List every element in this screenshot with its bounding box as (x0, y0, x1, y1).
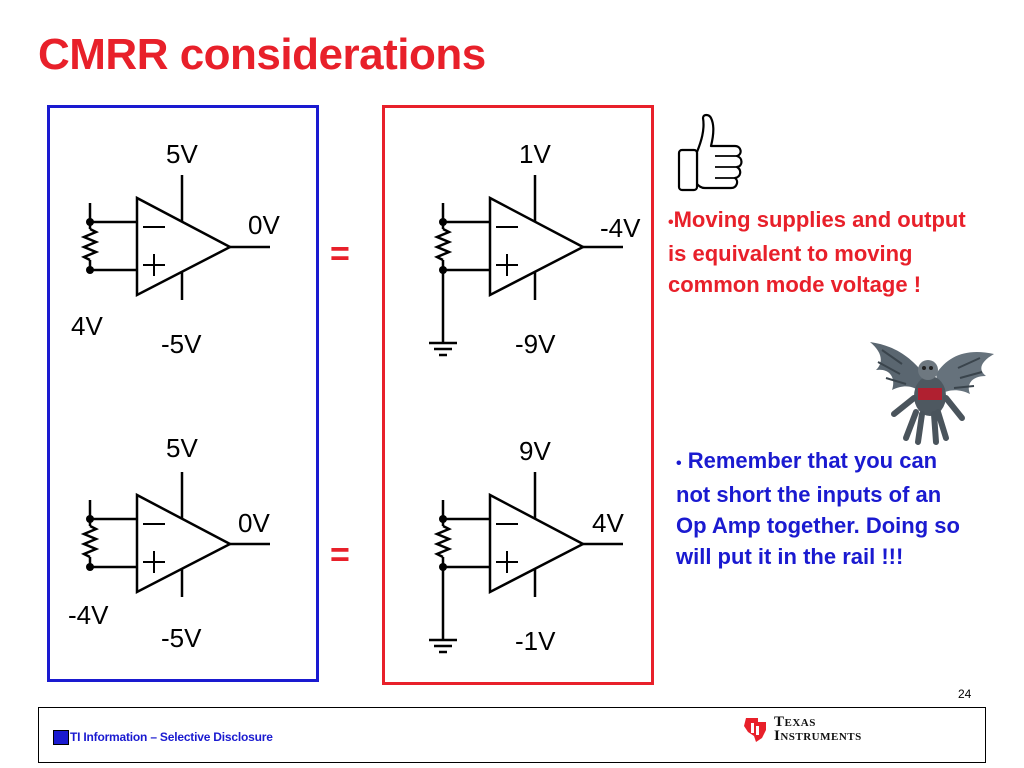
right-circuits-panel (382, 105, 654, 685)
bullet: • (676, 455, 682, 472)
voltage-label-supply-pos: 5V (166, 139, 198, 169)
voltage-label-supply-neg: -5V (161, 623, 202, 653)
voltage-label-supply-neg: -9V (515, 329, 556, 359)
left-circuits-panel (47, 105, 319, 682)
ti-logo: Texas Instruments (742, 714, 862, 744)
page-title: CMRR considerations (38, 30, 486, 79)
voltage-label-output: 4V (592, 508, 624, 538)
remember-text: Remember that you can not short the inpu… (676, 448, 960, 569)
remember-note: • Remember that you can not short the in… (676, 445, 976, 572)
op-amp-circuit-top-left (80, 175, 270, 300)
op-amp-circuit-bottom-left (80, 472, 270, 597)
voltage-label-supply-pos: 5V (166, 433, 198, 463)
bullet: • (668, 214, 674, 231)
op-amp-circuit-top-right (429, 175, 623, 357)
voltage-label-supply-neg: -1V (515, 626, 556, 656)
moving-supplies-note: •Moving supplies and output is equivalen… (668, 204, 968, 300)
voltage-label-supply-pos: 9V (519, 436, 551, 466)
voltage-label-supply-pos: 1V (519, 139, 551, 169)
voltage-label-input: 4V (71, 311, 103, 341)
equals-sign-bottom: = (330, 536, 350, 574)
ti-logo-icon (744, 718, 766, 742)
moving-supplies-text: Moving supplies and output is equivalent… (668, 207, 966, 297)
footer-bar: TI Information – Selective Disclosure Te… (38, 707, 986, 763)
blue-square-icon (53, 730, 69, 745)
voltage-label-input: -4V (68, 600, 109, 630)
flying-monkey-image (870, 342, 994, 445)
equals-sign-top: = (330, 235, 350, 273)
disclosure-text: TI Information – Selective Disclosure (70, 730, 273, 744)
voltage-label-output: -4V (600, 213, 641, 243)
voltage-label-output: 0V (238, 508, 270, 538)
thumbs-up-icon (677, 113, 743, 192)
logo-line-2: Instruments (774, 728, 862, 744)
voltage-label-output: 0V (248, 210, 280, 240)
page-number: 24 (958, 687, 972, 701)
logo-line-1: Texas (774, 714, 816, 730)
voltage-label-supply-neg: -5V (161, 329, 202, 359)
op-amp-circuit-bottom-right (429, 472, 623, 654)
